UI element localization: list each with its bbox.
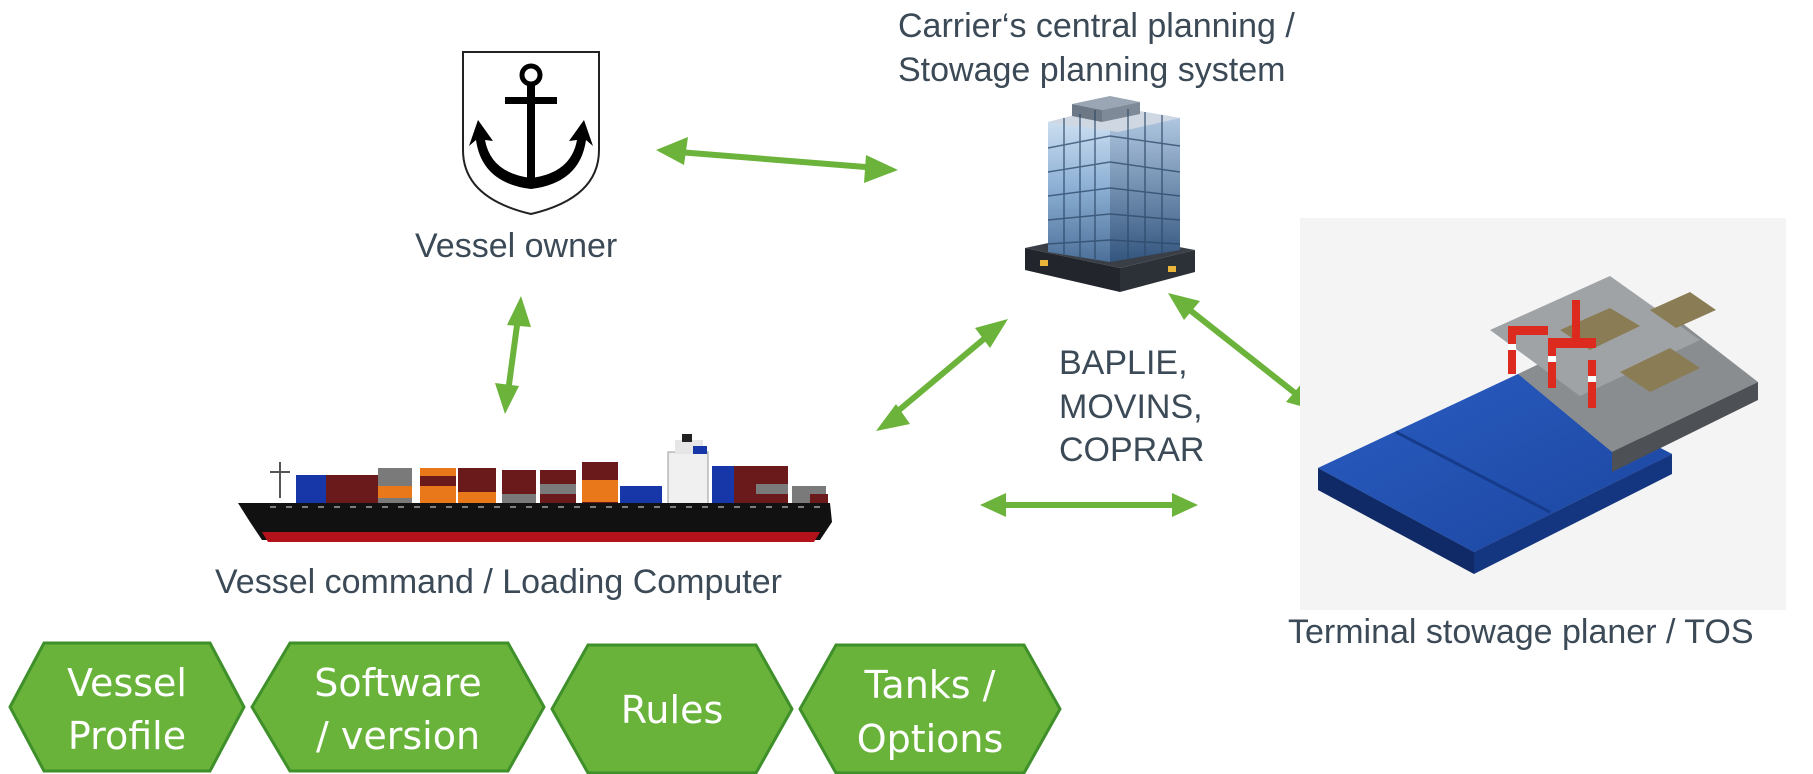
hexagon-vessel-profile: Vessel Profile (8, 641, 246, 773)
message-types-label: BAPLIE, MOVINS, COPRAR (1059, 342, 1204, 473)
carrier-vessel-arrow (876, 319, 1008, 431)
hexagon-software-version-line1: Software (314, 661, 482, 705)
container-ship-icon (238, 434, 832, 542)
hexagon-software-version: Software / version (250, 641, 546, 773)
owner-carrier-arrow (656, 137, 898, 183)
hexagon-tanks-options-line2: Options (857, 717, 1004, 761)
hexagon-vessel-profile-line1: Vessel (67, 661, 187, 705)
arrows (495, 137, 1318, 517)
hexagon-tanks-options: Tanks / Options (798, 643, 1062, 774)
carrier-label-line2: Stowage planning system (898, 51, 1286, 90)
owner-vessel-arrow (495, 296, 531, 414)
vessel-command-label: Vessel command / Loading Computer (215, 563, 782, 601)
message-movins: MOVINS, (1059, 387, 1203, 426)
message-baplie: BAPLIE, (1059, 344, 1188, 382)
message-coprar: COPRAR (1059, 431, 1205, 470)
carrier-label: Carrier‘s central planning / Stowage pla… (898, 4, 1295, 92)
hexagon-rules: Rules (550, 643, 794, 774)
hexagon-rules-line1: Rules (621, 688, 724, 732)
vessel-owner-label: Vessel owner (415, 227, 618, 265)
hexagon-software-version-line2: / version (316, 714, 480, 758)
terminal-label: Terminal stowage planer / TOS (1288, 613, 1754, 651)
hexagon-badges: Vessel Profile Software / version Rules … (8, 641, 1062, 774)
carrier-terminal-arrow (1168, 293, 1318, 411)
container-terminal-icon (1300, 218, 1786, 610)
carrier-label-line1: Carrier‘s central planning / (898, 7, 1295, 45)
office-building-icon (1025, 96, 1195, 292)
vessel-terminal-arrow (980, 493, 1198, 517)
hexagon-tanks-options-line1: Tanks / (864, 663, 996, 707)
anchor-shield-icon (462, 51, 600, 216)
hexagon-vessel-profile-line2: Profile (68, 714, 186, 758)
